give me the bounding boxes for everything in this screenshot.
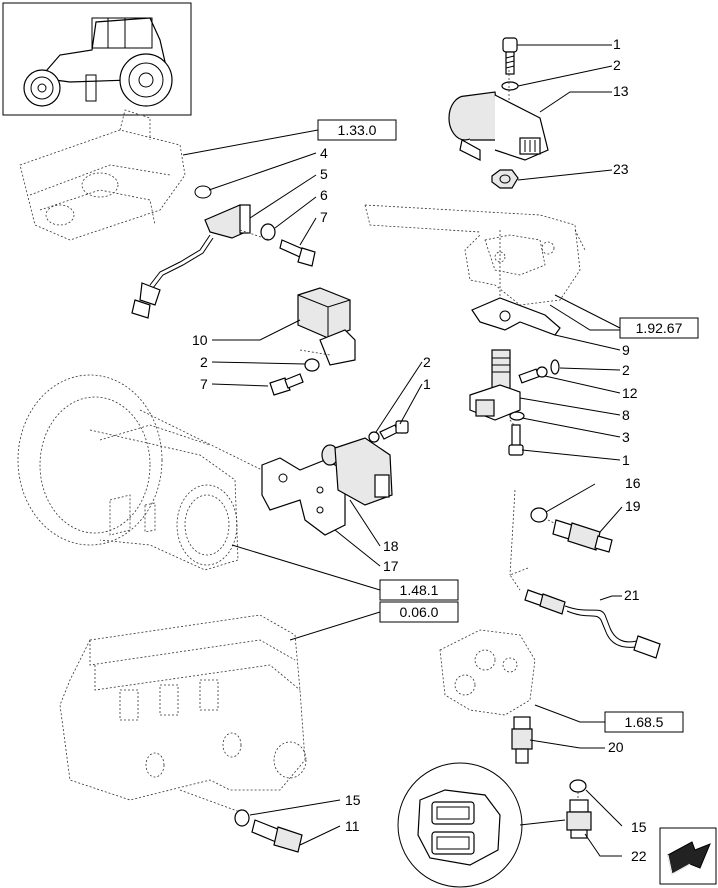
callout-8: 8 bbox=[622, 407, 630, 423]
callout-5: 5 bbox=[320, 166, 328, 182]
ref-box-1-68-5[interactable]: 1.68.5 bbox=[604, 711, 684, 733]
callout-11: 11 bbox=[345, 818, 360, 834]
callout-7: 7 bbox=[320, 209, 328, 225]
callout-15: 15 bbox=[631, 819, 647, 835]
washer-6 bbox=[260, 223, 276, 241]
control-lever-frame bbox=[364, 204, 586, 320]
bracket-9 bbox=[471, 297, 561, 336]
callout-1: 1 bbox=[423, 376, 431, 392]
dash-guides bbox=[139, 70, 579, 813]
tractor-thumbnail-icon bbox=[2, 2, 192, 116]
callout-19: 19 bbox=[625, 498, 641, 514]
callout-16: 16 bbox=[625, 475, 641, 491]
transmission-housing-top bbox=[19, 109, 186, 241]
solenoid-switch-13 bbox=[448, 91, 549, 161]
ref-box-0-06-0[interactable]: 0.06.0 bbox=[379, 601, 459, 623]
speed-sensor-5 bbox=[131, 185, 251, 319]
callout-6: 6 bbox=[320, 187, 328, 203]
ref-box-1-92-67[interactable]: 1.92.67 bbox=[619, 317, 699, 339]
washer-2-mid bbox=[368, 431, 380, 443]
callout-2: 2 bbox=[622, 362, 630, 378]
callout-13: 13 bbox=[613, 83, 629, 99]
callout-12: 12 bbox=[622, 385, 638, 401]
bolt-12 bbox=[518, 359, 560, 384]
ref-box-1-48-1[interactable]: 1.48.1 bbox=[379, 579, 459, 601]
svg-text:1.33.0: 1.33.0 bbox=[338, 122, 377, 138]
temperature-sensor-21 bbox=[524, 589, 661, 659]
callout-1: 1 bbox=[622, 452, 630, 468]
callout-20: 20 bbox=[608, 739, 624, 755]
pressure-switch-20 bbox=[511, 716, 533, 764]
washer-15-left bbox=[234, 809, 250, 827]
callout-2: 2 bbox=[200, 354, 208, 370]
callout-15: 15 bbox=[345, 792, 361, 808]
callout-2: 2 bbox=[613, 57, 621, 73]
relay-18 bbox=[321, 437, 393, 506]
callout-7: 7 bbox=[200, 376, 208, 392]
pressure-switch-22 bbox=[566, 799, 592, 839]
ref-box-1-33-0[interactable]: 1.33.0 bbox=[317, 119, 397, 141]
bracket-17 bbox=[261, 457, 346, 536]
sensor-11 bbox=[251, 819, 303, 853]
callout-1: 1 bbox=[613, 36, 621, 52]
nut-23 bbox=[491, 169, 519, 189]
bolt-1-mid bbox=[379, 420, 409, 440]
svg-text:1.92.67: 1.92.67 bbox=[636, 320, 683, 336]
svg-text:1.68.5: 1.68.5 bbox=[625, 714, 664, 730]
washer-3 bbox=[509, 411, 525, 421]
bolt-1-top bbox=[502, 37, 518, 75]
transmission-housing-large bbox=[17, 374, 239, 571]
svg-text:1.48.1: 1.48.1 bbox=[400, 582, 439, 598]
callout-labels: 1 2 13 23 4 5 6 7 10 2 7 2 1 18 17 9 2 1… bbox=[192, 36, 647, 864]
callout-23: 23 bbox=[613, 161, 629, 177]
connector-detail-circle bbox=[397, 762, 523, 888]
relay-10 bbox=[297, 287, 356, 366]
callout-2: 2 bbox=[423, 354, 431, 370]
valve-body bbox=[439, 629, 536, 716]
washer-2-top bbox=[501, 81, 519, 91]
sensor-8 bbox=[469, 349, 521, 421]
callout-22: 22 bbox=[631, 848, 647, 864]
callout-9: 9 bbox=[622, 342, 630, 358]
washer-2-relay bbox=[304, 358, 320, 372]
callout-18: 18 bbox=[383, 538, 399, 554]
callout-21: 21 bbox=[624, 587, 640, 603]
callout-4: 4 bbox=[320, 145, 328, 161]
svg-text:0.06.0: 0.06.0 bbox=[400, 604, 439, 620]
switch-19 bbox=[552, 519, 613, 553]
washer-15-right bbox=[569, 779, 587, 793]
callout-3: 3 bbox=[622, 429, 630, 445]
bolt-1-lower bbox=[508, 424, 524, 456]
next-page-arrow-icon[interactable] bbox=[659, 827, 717, 885]
callout-10: 10 bbox=[192, 332, 208, 348]
engine-block bbox=[59, 614, 307, 801]
washer-16 bbox=[530, 507, 548, 523]
bolt-7-lower bbox=[269, 373, 304, 396]
bolt-7-upper bbox=[279, 239, 316, 267]
callout-17: 17 bbox=[383, 558, 399, 574]
leader-lines bbox=[182, 44, 623, 857]
